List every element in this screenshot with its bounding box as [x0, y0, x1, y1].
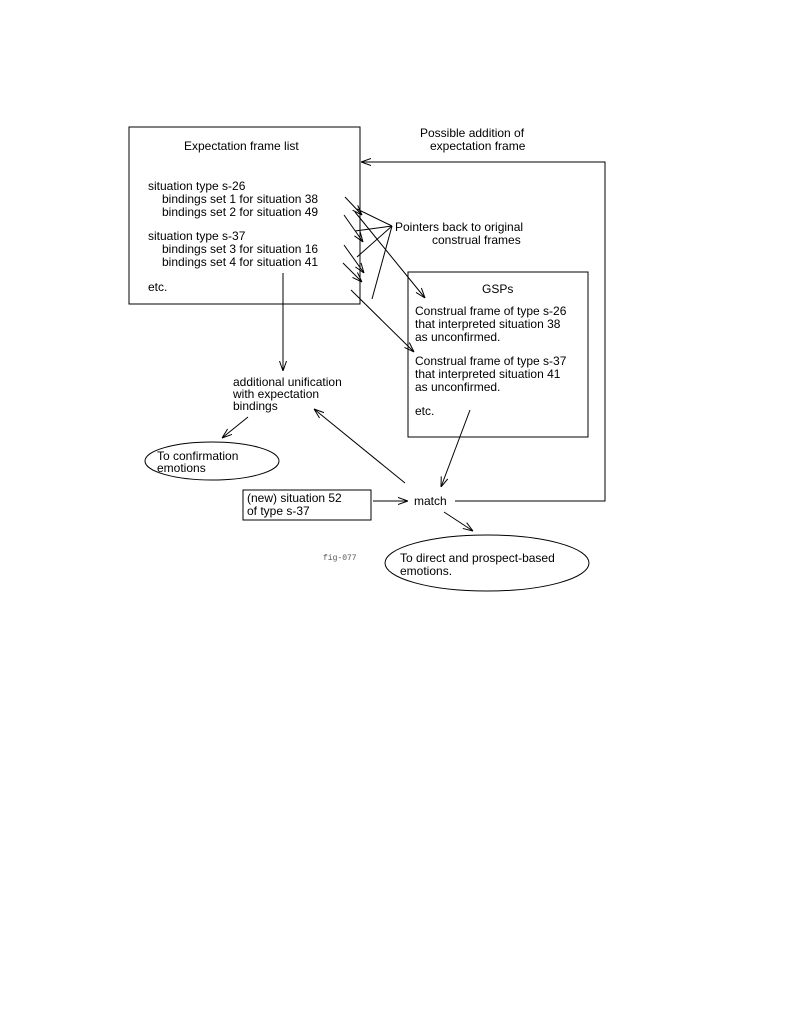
unification-label-3: bindings	[233, 399, 278, 413]
feedback-connector	[361, 162, 606, 502]
gsps-box: GSPs Construal frame of type s-26 that i…	[407, 271, 589, 438]
confirmation-label-2: emotions	[157, 461, 206, 475]
new-situation-label-1: (new) situation 52	[247, 491, 342, 505]
unification-to-confirmation-arrow	[222, 416, 249, 438]
pointers-label-1: Pointers back to original	[395, 220, 523, 234]
pointer-arrow-1	[344, 196, 362, 215]
efl-line-5: bindings set 3 for situation 16	[162, 242, 318, 256]
pointer-arrow-3	[343, 244, 364, 273]
pointer-arrow-2	[343, 214, 363, 242]
match-to-direct-arrow	[443, 511, 473, 531]
pointers-label-2: construal frames	[432, 233, 521, 247]
new-situation-label-2: of type s-37	[247, 504, 310, 518]
gsps-line-2: that interpreted situation 38	[415, 317, 561, 331]
new-situation-box: (new) situation 52 of type s-37	[242, 489, 372, 521]
direct-label-1: To direct and prospect-based	[400, 551, 555, 565]
pointer-leader-3	[356, 225, 393, 258]
efl-line-1: situation type s-26	[148, 179, 246, 193]
gsps-line-4: Construal frame of type s-37	[415, 354, 567, 368]
expectation-frame-list-box: Expectation frame list situation type s-…	[128, 126, 361, 305]
gsps-to-match-arrow	[441, 409, 471, 487]
pointer-leader-1	[356, 208, 393, 227]
gsps-line-6: as unconfirmed.	[415, 380, 500, 394]
efl-line-7: etc.	[148, 280, 167, 294]
pointer-arrow-4	[342, 262, 362, 282]
unification-label-1: additional unification	[233, 375, 342, 389]
confirmation-label-1: To confirmation	[157, 449, 238, 463]
efl-line-3: bindings set 2 for situation 49	[162, 205, 318, 219]
pointer-leader-4	[371, 225, 393, 300]
pointer-to-gsps-frame-1	[354, 211, 425, 298]
expectation-frame-list-title: Expectation frame list	[184, 139, 299, 153]
gsps-line-7: etc.	[415, 404, 434, 418]
efl-line-6: bindings set 4 for situation 41	[162, 255, 318, 269]
figure-label: fig-077	[323, 554, 357, 563]
gsps-title: GSPs	[482, 282, 513, 296]
direct-label-2: emotions.	[400, 564, 452, 578]
pointer-to-gsps-frame-2	[350, 289, 414, 352]
gsps-line-1: Construal frame of type s-26	[415, 304, 567, 318]
possible-addition-label-2: expectation frame	[430, 139, 526, 153]
unification-label-2: with expectation	[232, 387, 319, 401]
direct-emotions-node: To direct and prospect-based emotions.	[384, 534, 590, 592]
pointer-leader-2	[354, 225, 393, 232]
match-to-unification-arrow	[314, 409, 406, 484]
gsps-line-5: that interpreted situation 41	[415, 367, 561, 381]
efl-line-2: bindings set 1 for situation 38	[162, 192, 318, 206]
gsps-line-3: as unconfirmed.	[415, 330, 500, 344]
match-label: match	[414, 494, 447, 508]
efl-line-4: situation type s-37	[148, 229, 246, 243]
confirmation-emotions-node: To confirmation emotions	[144, 441, 280, 481]
possible-addition-label-1: Possible addition of	[420, 126, 525, 140]
